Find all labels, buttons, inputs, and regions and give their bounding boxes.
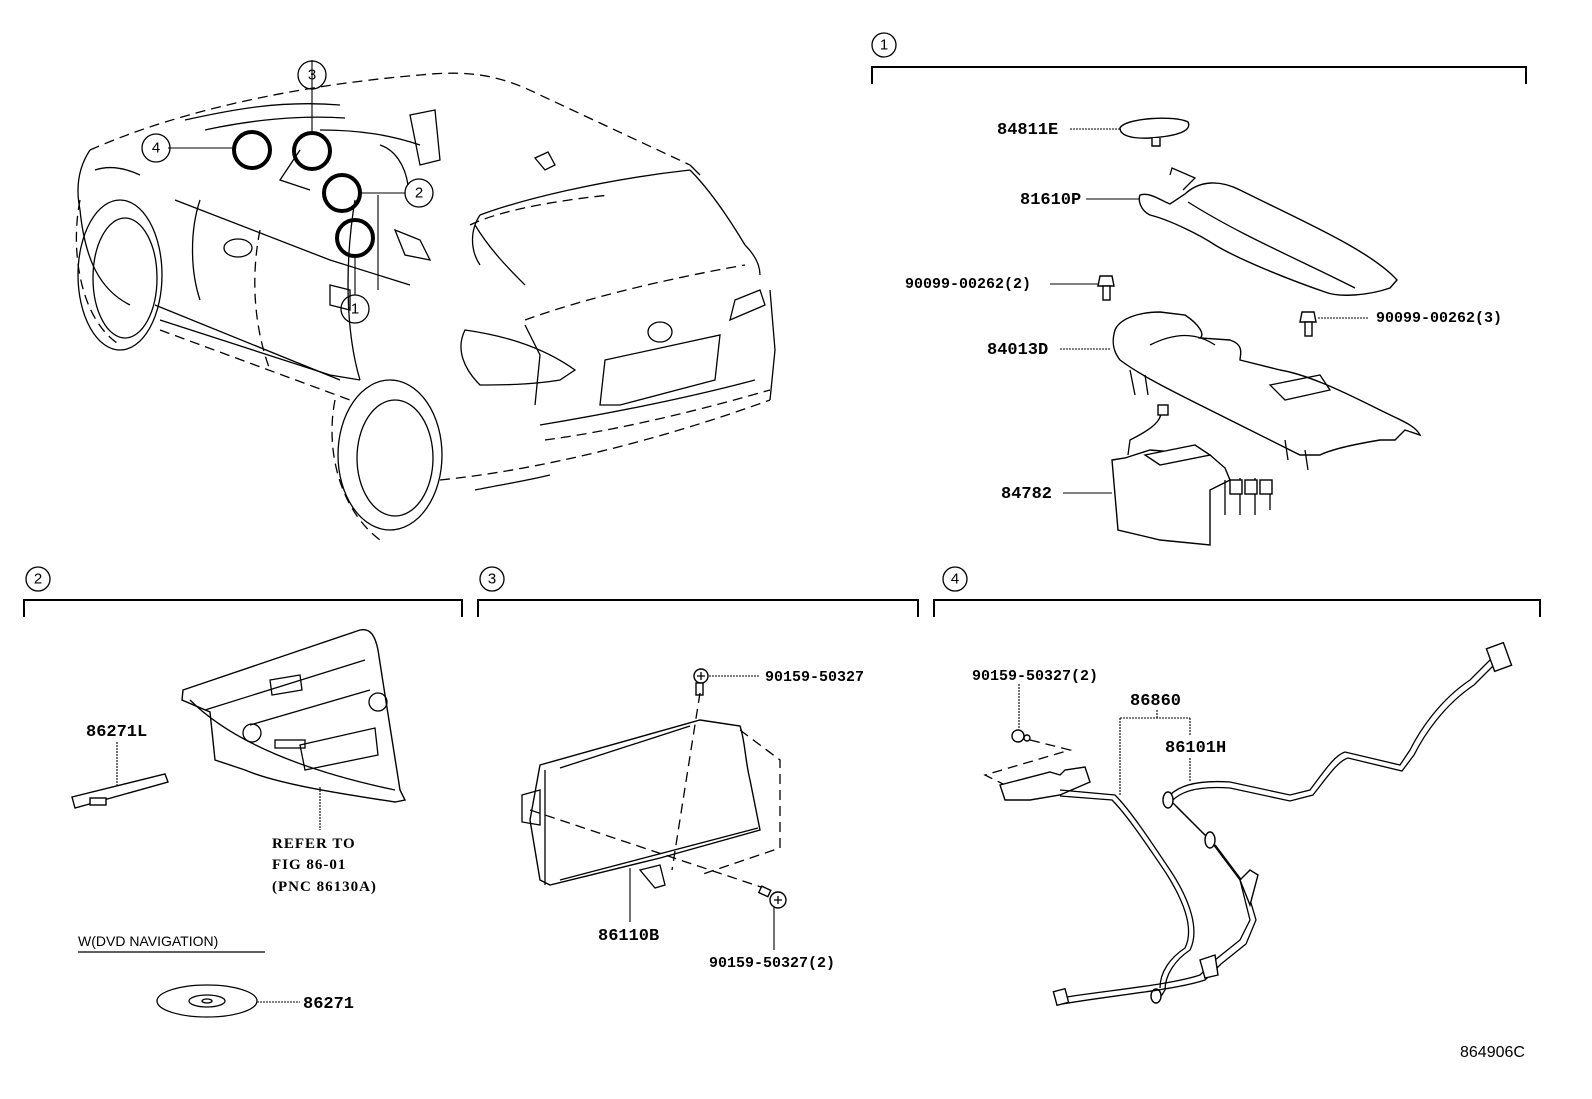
callout-3-label: 3 (308, 67, 316, 84)
part-label-86860[interactable]: 86860 (1130, 692, 1181, 711)
part-label-86271[interactable]: 86271 (303, 995, 354, 1014)
location-circle-1 (335, 218, 375, 258)
part-label-90099-00262-3[interactable]: 90099-00262(3) (1376, 310, 1502, 327)
refer-note-line-1: REFER TO (272, 836, 356, 852)
callout-1[interactable]: 1 (340, 294, 370, 324)
vehicle-overview: 3 4 2 1 (75, 60, 776, 541)
callout-4[interactable]: 4 (141, 133, 171, 163)
section-4-bracket (933, 599, 1541, 617)
callout-2[interactable]: 2 (404, 178, 434, 208)
part-label-86271L[interactable]: 86271L (86, 723, 147, 742)
section-1-number: 1 (880, 37, 888, 54)
part-86860-harness[interactable] (1059, 789, 1195, 1004)
screw-icon[interactable] (1011, 729, 1031, 743)
part-label-90099-00262-2[interactable]: 90099-00262(2) (905, 276, 1031, 293)
bolt-icon[interactable] (1299, 311, 1317, 337)
part-label-90159-50327-2[interactable]: 90159-50327(2) (709, 955, 835, 972)
section-1: 1 84811E 81610P 90099-00262(2) 9 (871, 32, 1527, 546)
part-86271L-drawing[interactable] (71, 773, 169, 809)
disc-icon[interactable] (156, 984, 258, 1018)
section-4-number: 4 (951, 571, 959, 588)
section-2-bracket (23, 599, 463, 617)
part-audio-unit-drawing[interactable] (181, 628, 407, 803)
condition-label: W(DVD NAVIGATION) (78, 933, 218, 949)
part-label-81610P[interactable]: 81610P (1020, 191, 1081, 210)
part-label-84013D[interactable]: 84013D (987, 341, 1048, 360)
part-label-84811E[interactable]: 84811E (997, 121, 1058, 140)
bolt-icon[interactable] (1097, 275, 1115, 301)
part-86101H-harness[interactable] (1052, 641, 1513, 1007)
section-4: 4 90159-50327(2) 86860 86101H (933, 566, 1541, 1007)
part-label-86101H[interactable]: 86101H (1165, 739, 1226, 758)
part-label-86110B[interactable]: 86110B (598, 927, 659, 946)
refer-note-line-3: (PNC 86130A) (272, 879, 377, 895)
part-label-90159-50327-2-sec4[interactable]: 90159-50327(2) (972, 668, 1098, 685)
part-bracket-drawing[interactable] (999, 766, 1091, 801)
callout-4-label: 4 (152, 140, 160, 157)
callout-1-label: 1 (351, 301, 359, 318)
refer-note-line-2[interactable]: FIG 86-01 (272, 857, 346, 873)
location-circle-2 (322, 173, 362, 213)
section-1-bracket (871, 66, 1527, 84)
screw-icon[interactable] (693, 668, 709, 696)
part-84013D-drawing[interactable] (1112, 311, 1422, 471)
part-84782-drawing[interactable] (1111, 404, 1273, 546)
part-81610P-drawing[interactable] (1138, 167, 1398, 296)
callout-2-label: 2 (415, 185, 423, 202)
section-3-number: 3 (488, 571, 496, 588)
part-label-84782[interactable]: 84782 (1001, 485, 1052, 504)
part-84811E-drawing[interactable] (1119, 117, 1190, 147)
part-86110B-drawing[interactable] (521, 719, 761, 889)
section-2-number: 2 (34, 571, 42, 588)
part-label-90159-50327[interactable]: 90159-50327 (765, 669, 864, 686)
figure-id: 864906C (1460, 1044, 1525, 1061)
section-3-bracket (477, 599, 919, 617)
screw-icon[interactable] (757, 885, 787, 909)
callout-3[interactable]: 3 (297, 60, 327, 90)
location-circle-4 (232, 130, 272, 170)
section-3: 3 90159-50327 86110B (477, 566, 919, 972)
section-2: 2 86271L REFER TO FIG 86-01 (PNC 86130A)… (23, 566, 463, 1018)
